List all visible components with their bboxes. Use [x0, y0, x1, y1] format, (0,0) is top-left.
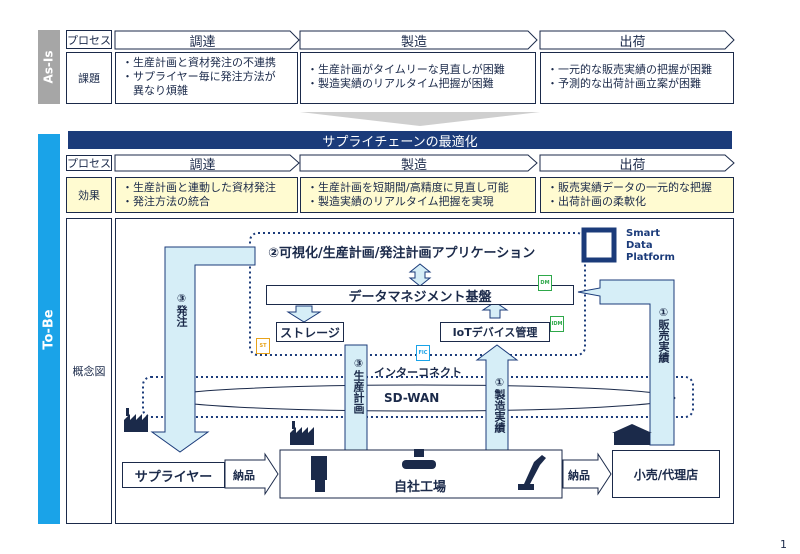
sales-results-arrow-label: ①販売実績: [657, 306, 670, 363]
as-is-chevron-2: [299, 30, 538, 50]
app-dm-double-arrow: [408, 263, 432, 287]
as-is-issue-2: ・生産計画がタイムリーな見直しが困難・製造実績のリアルタイム把握が困難: [300, 52, 536, 104]
transition-arrow: [300, 112, 540, 126]
machine-icon: [311, 456, 327, 492]
sales-results-arrow: [577, 279, 675, 446]
manufacturing-results-arrow-label: ①製造実績: [493, 376, 506, 433]
iot-device-box: IoTデバイス管理: [440, 322, 550, 342]
dm-storage-arrow: [286, 305, 322, 323]
fic-badge: FIC: [416, 345, 430, 361]
as-is-stage-3: 出荷: [619, 34, 646, 50]
concept-area: [115, 218, 734, 524]
retail-box: 小売/代理店: [612, 450, 720, 498]
factory-label: 自社工場: [394, 480, 447, 495]
sdwan-label: SD-WAN: [384, 391, 440, 405]
interconnect-label: インターコネクト: [374, 366, 462, 379]
as-is-process-label: プロセス: [66, 30, 112, 49]
to-be-chevron-1: [114, 154, 300, 172]
to-be-effect-2: ・生産計画を短期間/高精度に見直し可能・製造実績のリアルタイム把握を実現: [300, 177, 536, 213]
order-arrow: [150, 246, 256, 453]
production-plan-arrow-label: ③生産計画: [352, 357, 365, 414]
to-be-chevron-3: [539, 154, 735, 172]
to-be-stage-2: 製造: [400, 157, 427, 173]
supply-chain-banner: サプライチェーンの最適化: [68, 131, 732, 150]
as-is-side-label: As-Is: [38, 30, 60, 104]
robot-arm-icon: [518, 455, 546, 490]
to-be-effect-label: 効果: [66, 177, 112, 213]
sdwan-dotted-outline: [142, 376, 694, 418]
app-label: ②可視化/生産計画/発注計画アプリケーション: [268, 246, 536, 261]
as-is-chevron-3: [539, 30, 735, 50]
as-is-stage-1: 調達: [189, 34, 216, 50]
as-is-stage-2: 製造: [400, 34, 427, 50]
sdp-logo-mark: [581, 227, 617, 263]
storage-box: ストレージ: [276, 322, 344, 342]
dm-badge: DM: [538, 275, 552, 291]
factory-icon-supplier: [124, 408, 148, 432]
delivery-label-2: 納品: [568, 469, 590, 482]
conveyor-icon: [402, 449, 436, 469]
to-be-stage-3: 出荷: [619, 157, 646, 173]
order-arrow-label: ③発注: [175, 292, 188, 327]
delivery-arrow-1: [224, 452, 279, 496]
supplier-box: サプライヤー: [122, 462, 225, 488]
to-be-process-label: プロセス: [66, 155, 112, 171]
factory-icon-own: [290, 421, 314, 445]
to-be-stage-1: 調達: [189, 157, 216, 173]
to-be-side-label: To-Be: [38, 134, 60, 524]
to-be-effect-3: ・販売実績データの一元的な把握・出荷計画の柔軟化: [540, 177, 734, 213]
as-is-chevron-1: [114, 30, 300, 50]
idm-badge: IDM: [550, 316, 564, 332]
to-be-effect-1: ・生産計画と連動した資材発注・発注方法の統合: [115, 177, 298, 213]
as-is-issue-1: ・生産計画と資材発注の不連携・サプライヤー毎に発注方法が 異なり煩雑: [115, 52, 298, 104]
as-is-issue-label: 課題: [66, 52, 112, 104]
delivery-arrow-2: [562, 452, 612, 496]
data-management-box: データマネジメント基盤: [266, 285, 574, 305]
to-be-chevron-2: [299, 154, 538, 172]
delivery-label-1: 納品: [233, 469, 255, 482]
page-number: 1: [780, 538, 787, 551]
store-icon: [612, 424, 652, 445]
st-badge: ST: [256, 338, 270, 354]
concept-label: 概念図: [66, 218, 112, 524]
as-is-issue-3: ・一元的な販売実績の把握が困難・予測的な出荷計画立案が困難: [540, 52, 734, 104]
iot-up-arrow: [481, 301, 509, 319]
